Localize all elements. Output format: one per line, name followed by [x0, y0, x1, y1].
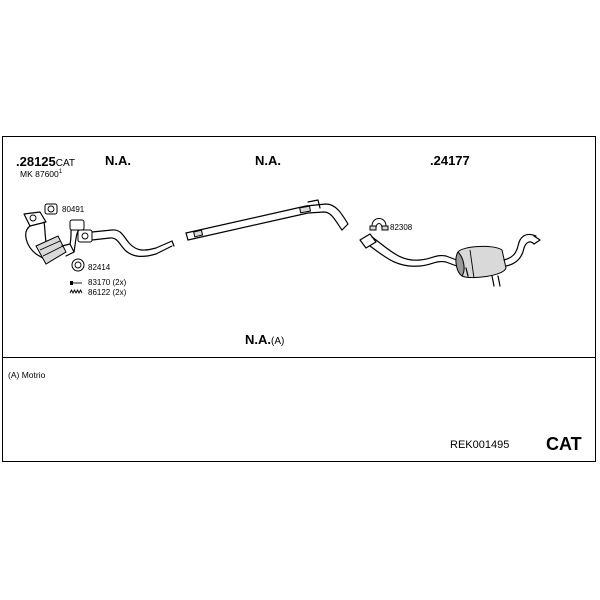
clamp-82308-icon [369, 218, 389, 231]
category-label: CAT [546, 434, 582, 454]
catalyst-part-label: .28125 [16, 154, 56, 169]
bolt-83170-icon [70, 281, 82, 285]
clamp-82308-label: 82308 [390, 223, 413, 232]
motrio-na-label: N.A. [245, 332, 271, 347]
spring-86122-icon [69, 288, 83, 295]
mounting-kit-note: 1 [58, 169, 63, 175]
catalyst-suffix: CAT [55, 158, 76, 169]
mounting-kit: MK 876001 [20, 169, 63, 179]
rear-part-number: .24177 [430, 153, 470, 168]
motrio-na: N.A.(A) [245, 332, 284, 348]
mounting-kit-label: MK 87600 [20, 169, 59, 179]
ring-82414-label: 82414 [88, 263, 111, 272]
middle-pipe-na-label: N.A. [255, 153, 281, 168]
spring-86122-label: 86122 (2x) [88, 288, 127, 297]
diagram-frame [2, 136, 596, 462]
front-pipe [77, 229, 175, 257]
bolt-83170-label: 83170 (2x) [88, 278, 127, 287]
catalyst-part-number: .28125CAT [16, 154, 75, 170]
motrio-na-suffix: (A) [271, 336, 285, 347]
footnote: (A) Motrio [8, 370, 46, 380]
catalyst-assembly [23, 211, 85, 265]
section-divider [2, 357, 596, 358]
reference-number: REK001495 [450, 439, 510, 451]
front-pipe-na-label: N.A. [105, 153, 131, 168]
middle-pipe [185, 199, 349, 241]
gasket-80491-label: 80491 [62, 205, 85, 214]
rear-silencer [359, 233, 541, 287]
gasket-80491-icon [44, 203, 58, 215]
ring-82414-icon [71, 258, 85, 272]
